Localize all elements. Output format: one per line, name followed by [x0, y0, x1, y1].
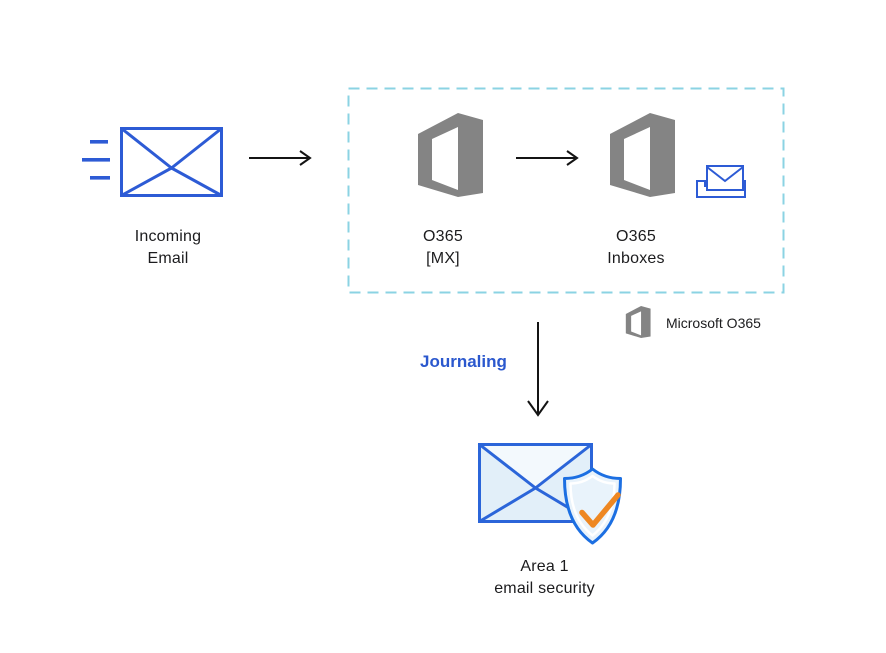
o365-mx-label: O365 [MX] — [383, 226, 503, 270]
speed-lines-icon — [82, 140, 110, 180]
office365-mx-logo-icon — [418, 113, 483, 197]
checkmark-icon — [579, 492, 621, 528]
incoming-email-label-line1: Incoming — [134, 228, 202, 245]
o365-mx-label-line2: [MX] — [426, 250, 460, 267]
area1-envelope-icon — [478, 443, 593, 523]
incoming-email-label: Incoming Email — [98, 226, 238, 270]
inbox-tray-envelope-icon — [696, 165, 746, 198]
o365-inboxes-label: O365 Inboxes — [576, 226, 696, 270]
o365-inboxes-label-line1: O365 — [616, 228, 656, 245]
area1-label-line2: email security — [494, 580, 595, 597]
microsoft-o365-legend-label: Microsoft O365 — [666, 315, 761, 331]
microsoft-o365-legend-icon — [625, 306, 651, 338]
area1-label-line1: Area 1 — [520, 558, 569, 575]
o365-mx-label-line1: O365 — [423, 228, 463, 245]
area1-label: Area 1 email security — [462, 556, 627, 600]
office365-inboxes-logo-icon — [610, 113, 675, 197]
envelope-shield-check-icon — [478, 443, 622, 545]
o365-inboxes-label-line2: Inboxes — [607, 250, 665, 267]
arrow-mx-to-inboxes — [516, 150, 579, 166]
incoming-email-envelope-icon — [82, 127, 223, 197]
arrow-journaling-down — [527, 322, 549, 417]
shield-check-icon — [563, 467, 622, 545]
incoming-email-label-line2: Email — [147, 250, 189, 267]
arrow-incoming-to-mx — [249, 150, 312, 166]
journaling-label: Journaling — [420, 352, 507, 371]
o365-boundary-dashed-box — [347, 87, 785, 294]
